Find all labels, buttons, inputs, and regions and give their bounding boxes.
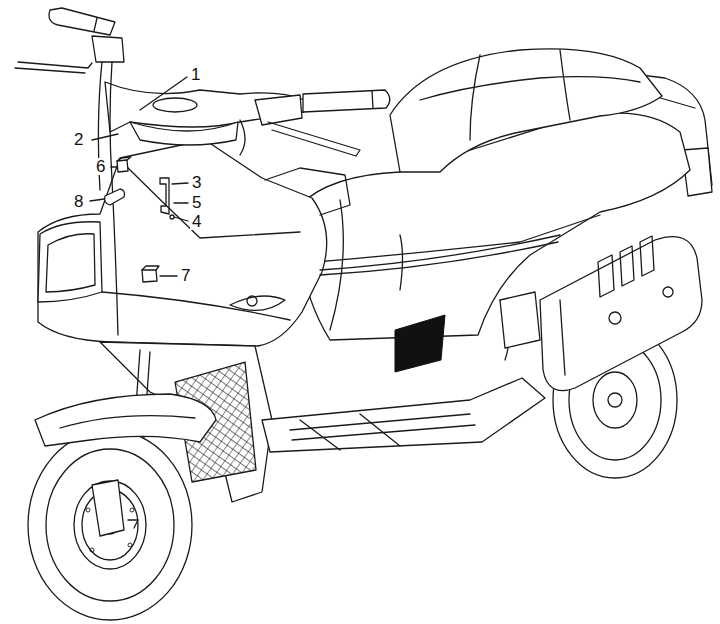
floorboard-part xyxy=(500,292,540,348)
exhaust-muffler-part xyxy=(598,255,614,297)
front-wheel-part xyxy=(128,520,138,528)
front-wheel-part xyxy=(86,508,90,512)
cable-harness-part xyxy=(330,200,343,330)
exhaust-muffler-part xyxy=(540,237,702,391)
handlebar-part xyxy=(92,36,124,62)
seat-part xyxy=(560,50,570,120)
front-body-part xyxy=(120,160,300,238)
small-parts-part xyxy=(117,160,128,172)
front-body-part xyxy=(38,140,327,346)
small-parts-part xyxy=(142,266,159,270)
handlebar-part xyxy=(268,122,360,156)
floorboard xyxy=(262,292,545,452)
callout-number: 1 xyxy=(189,66,202,83)
floorboard-part xyxy=(300,420,340,450)
cable-harness-part xyxy=(320,235,560,270)
rear-wheel-part xyxy=(593,372,637,428)
handlebar-part xyxy=(303,90,390,112)
exhaust-muffler-part xyxy=(663,287,673,297)
front-body-part xyxy=(102,292,290,320)
leader-lines-part xyxy=(92,134,118,140)
exhaust-muffler xyxy=(540,236,702,391)
leader-lines-part xyxy=(174,202,188,203)
seat-part xyxy=(470,55,480,140)
callout-number: 2 xyxy=(72,131,85,148)
front-wheel-part xyxy=(46,449,174,601)
seat-part xyxy=(390,49,662,172)
leader-lines-part xyxy=(140,77,187,110)
handlebar-part xyxy=(94,18,97,31)
callout-number: 8 xyxy=(72,193,85,210)
small-parts-part xyxy=(142,270,157,282)
front-body-part xyxy=(46,234,95,292)
leader-lines-part xyxy=(174,217,188,221)
callout-number: 5 xyxy=(190,194,203,211)
cable-harness-part xyxy=(320,242,558,275)
handlebar-part xyxy=(18,62,92,68)
small-parts-part xyxy=(160,178,169,214)
handlebar-part xyxy=(49,8,115,35)
callout-number: 6 xyxy=(94,158,107,175)
rear-body-panel-part xyxy=(300,113,690,340)
handlebar-part xyxy=(240,120,245,155)
front-body-part xyxy=(247,296,257,306)
cable-harness xyxy=(98,62,560,335)
small-parts-part xyxy=(105,189,125,205)
seat xyxy=(390,49,662,172)
exhaust-muffler-part xyxy=(560,300,565,375)
front-wheel-part xyxy=(130,508,134,512)
small-parts-part xyxy=(170,215,174,219)
small-parts-part xyxy=(117,157,131,161)
front-body-part xyxy=(230,296,285,310)
exhaust-muffler-part xyxy=(609,312,621,324)
handlebar xyxy=(15,8,390,156)
exhaust-muffler-part xyxy=(620,246,634,286)
rear-wheel-part xyxy=(608,393,622,407)
small-parts xyxy=(105,157,174,282)
callout-number: 7 xyxy=(179,267,192,284)
leader-lines-part xyxy=(111,166,116,167)
front-wheel-part xyxy=(90,548,94,552)
leader-lines-part xyxy=(160,275,177,276)
front-body-part xyxy=(265,168,350,215)
exhaust-muffler-part xyxy=(640,236,654,276)
front-body-part xyxy=(38,222,102,302)
side-vent xyxy=(395,315,445,372)
leader-lines-part xyxy=(172,183,188,184)
front-fender xyxy=(35,394,216,446)
front-wheel-part xyxy=(128,543,132,547)
floorboard-part xyxy=(262,378,545,452)
leader-lines xyxy=(90,77,188,276)
floorboard-part xyxy=(360,414,400,446)
front-body xyxy=(38,140,350,346)
callout-number: 4 xyxy=(190,213,203,230)
front-wheel-part xyxy=(28,430,192,620)
front-fender-part xyxy=(35,394,216,446)
handlebar-part xyxy=(153,98,197,112)
front-wheel-part xyxy=(74,481,146,569)
front-wheel xyxy=(28,430,192,620)
callout-number: 3 xyxy=(190,174,203,191)
seat-part xyxy=(420,77,640,100)
front-wheel-part xyxy=(92,480,124,536)
leader-lines-part xyxy=(90,199,104,201)
handlebar-part xyxy=(15,68,85,73)
front-fender-part xyxy=(60,416,195,428)
handlebar-part xyxy=(255,95,302,125)
handlebar-part xyxy=(130,122,238,145)
handlebar-part xyxy=(372,91,373,108)
